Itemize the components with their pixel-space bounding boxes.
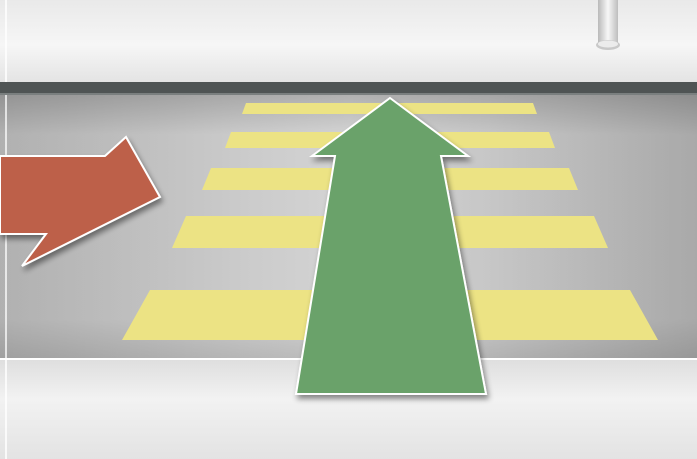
pole-icon	[596, 0, 620, 50]
top-sidewalk	[0, 0, 697, 82]
curb-line	[0, 82, 697, 93]
